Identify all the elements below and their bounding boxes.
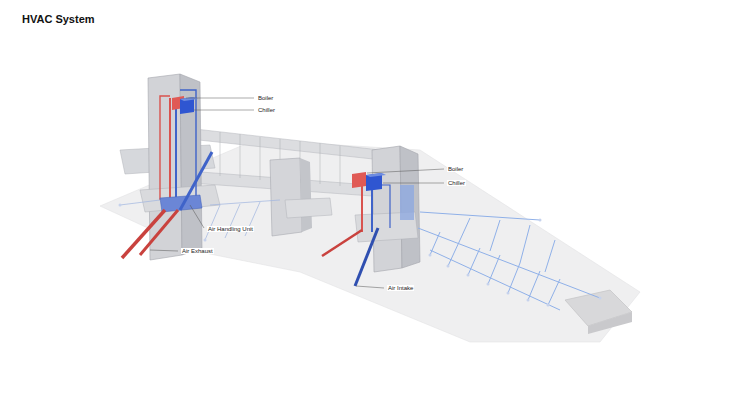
callout-label: Air Exhaust xyxy=(181,248,214,254)
callout-label: Air Intake xyxy=(387,285,414,291)
callout-label: Boiler xyxy=(257,95,274,101)
callout-label: Boiler xyxy=(447,166,464,172)
callout-label: Air Handling Unit xyxy=(207,226,254,232)
callout-label: Chiller xyxy=(257,107,276,113)
title: HVAC System xyxy=(22,13,95,25)
callout-label: Chiller xyxy=(447,180,466,186)
